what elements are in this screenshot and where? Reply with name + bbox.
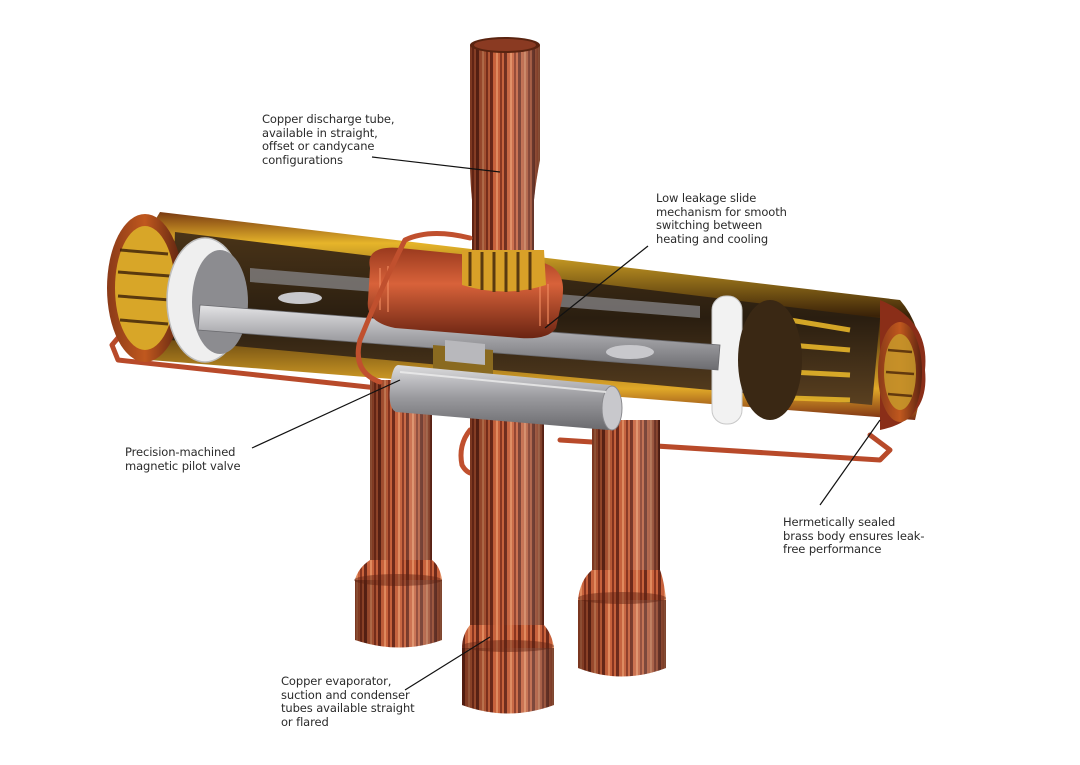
right-condenser-tube xyxy=(578,420,666,677)
leader-slide-mechanism xyxy=(544,245,649,329)
callout-brass-body: Hermetically sealed brass body ensures l… xyxy=(783,515,925,556)
center-evaporator-tube xyxy=(462,415,554,714)
right-piston xyxy=(711,295,802,425)
leader-pilot-valve xyxy=(251,379,401,449)
leader-discharge-tube xyxy=(371,156,501,173)
leader-brass-body xyxy=(819,419,881,506)
magnetic-pilot-valve xyxy=(389,365,623,431)
leader-lines xyxy=(251,156,881,691)
leader-evaporator-tubes xyxy=(404,636,491,691)
left-suction-tube xyxy=(354,380,442,648)
callout-evaporator-tubes: Copper evaporator, suction and condenser… xyxy=(281,674,415,729)
callout-slide-mechanism: Low leakage slide mechanism for smooth s… xyxy=(656,191,787,246)
callout-pilot-valve: Precision-machined magnetic pilot valve xyxy=(125,445,241,473)
discharge-tube xyxy=(462,37,546,292)
callout-discharge-tube: Copper discharge tube, available in stra… xyxy=(262,112,395,167)
